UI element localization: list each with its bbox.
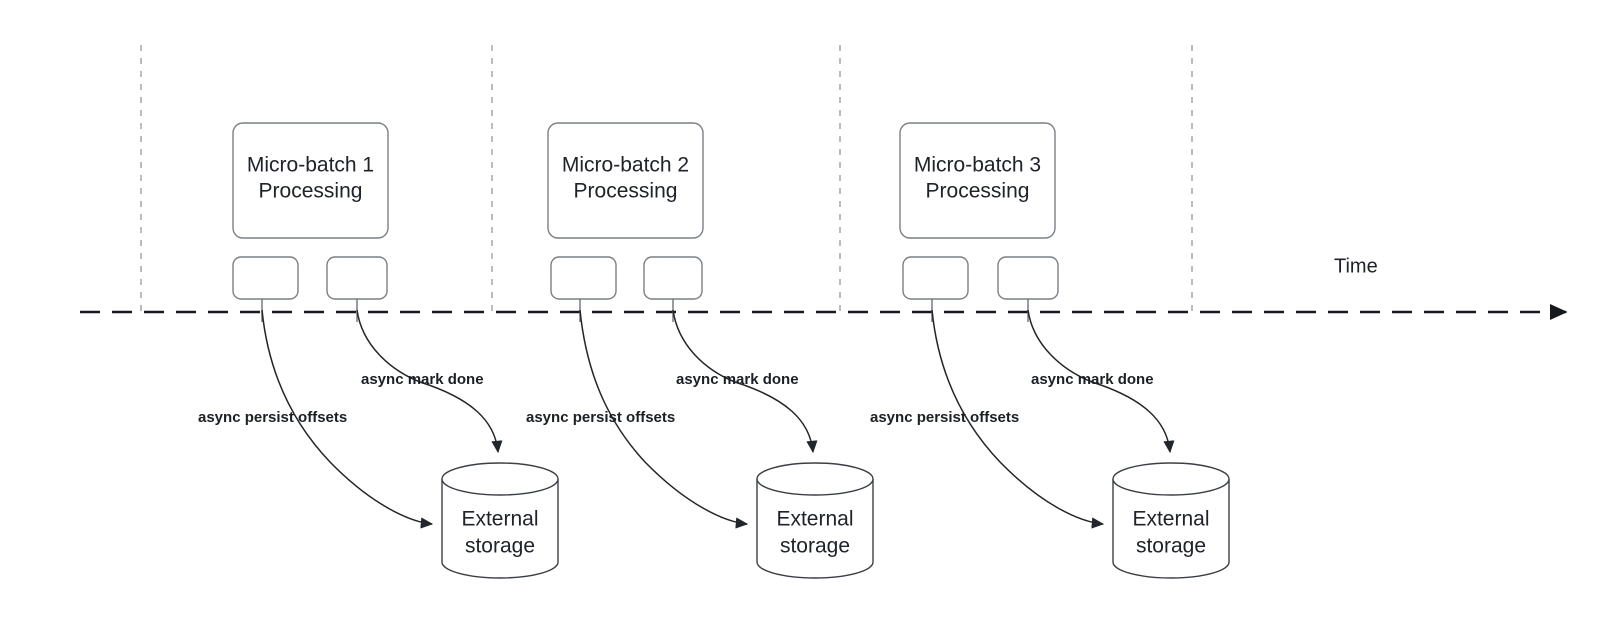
micro-batch-1-storage-label-line1: External: [461, 508, 538, 531]
micro-batch-1-external-storage[interactable]: External storage: [441, 462, 559, 579]
micro-batch-1-group: Micro-batch 1 Processing async persist o…: [198, 122, 559, 579]
micro-batch-1-persist-offsets-edge: [261, 309, 434, 529]
micro-batch-2-mark-done-edge: [672, 309, 818, 454]
micro-batch-3-persist-offsets-edge: [931, 309, 1105, 529]
micro-batch-3-external-storage[interactable]: External storage: [1112, 462, 1230, 579]
micro-batch-2-task-a-box[interactable]: [550, 256, 617, 300]
micro-batch-3-process-box[interactable]: [899, 122, 1056, 239]
micro-batch-3-task-b-box[interactable]: [997, 256, 1059, 300]
timeline-ticks: [140, 45, 1193, 312]
micro-batch-3-storage-top: [1112, 462, 1230, 496]
micro-batch-3-persist-offsets-label: async persist offsets: [870, 409, 1019, 426]
micro-batch-3-storage-body: [1112, 479, 1230, 579]
micro-batch-3-task-a-box[interactable]: [902, 256, 969, 300]
micro-batch-3-storage-label-line2: storage: [1136, 535, 1206, 558]
micro-batch-1-storage-body: [441, 479, 559, 579]
micro-batch-2-storage-body: [756, 479, 874, 579]
micro-batch-1-mark-done-edge: [356, 309, 503, 454]
micro-batch-1-process-box[interactable]: [232, 122, 389, 239]
micro-batch-2-storage-label-line1: External: [776, 508, 853, 531]
micro-batch-3-subtitle: Processing: [926, 180, 1030, 203]
micro-batch-2-persist-offsets-edge: [579, 309, 749, 529]
micro-batch-1-storage-label-line2: storage: [465, 535, 535, 558]
micro-batch-1-task-a-box[interactable]: [232, 256, 299, 300]
micro-batch-3-mark-done-edge: [1027, 309, 1175, 454]
time-axis-label: Time: [1334, 255, 1378, 277]
micro-batch-1-persist-offsets-label: async persist offsets: [198, 409, 347, 426]
micro-batch-2-group: Micro-batch 2 Processing async persist o…: [526, 122, 874, 579]
micro-batch-2-mark-done-label: async mark done: [676, 371, 799, 388]
micro-batch-2-task-b-box[interactable]: [643, 256, 703, 300]
micro-batch-2-process-box[interactable]: [547, 122, 704, 239]
micro-batch-1-task-b-box[interactable]: [326, 256, 388, 300]
micro-batch-2-subtitle: Processing: [574, 180, 678, 203]
micro-batch-2-storage-label-line2: storage: [780, 535, 850, 558]
micro-batch-2-title: Micro-batch 2: [562, 154, 689, 177]
micro-batch-2-persist-offsets-label: async persist offsets: [526, 409, 675, 426]
micro-batch-1-storage-top: [441, 462, 559, 496]
micro-batch-3-title: Micro-batch 3: [914, 154, 1041, 177]
micro-batch-1-title: Micro-batch 1: [247, 154, 374, 177]
micro-batch-3-storage-label-line1: External: [1132, 508, 1209, 531]
micro-batch-1-mark-done-label: async mark done: [361, 371, 484, 388]
micro-batch-3-mark-done-label: async mark done: [1031, 371, 1154, 388]
micro-batch-3-group: Micro-batch 3 Processing async persist o…: [870, 122, 1230, 579]
micro-batch-2-storage-top: [756, 462, 874, 496]
micro-batch-1-subtitle: Processing: [259, 180, 363, 203]
micro-batch-2-external-storage[interactable]: External storage: [756, 462, 874, 579]
